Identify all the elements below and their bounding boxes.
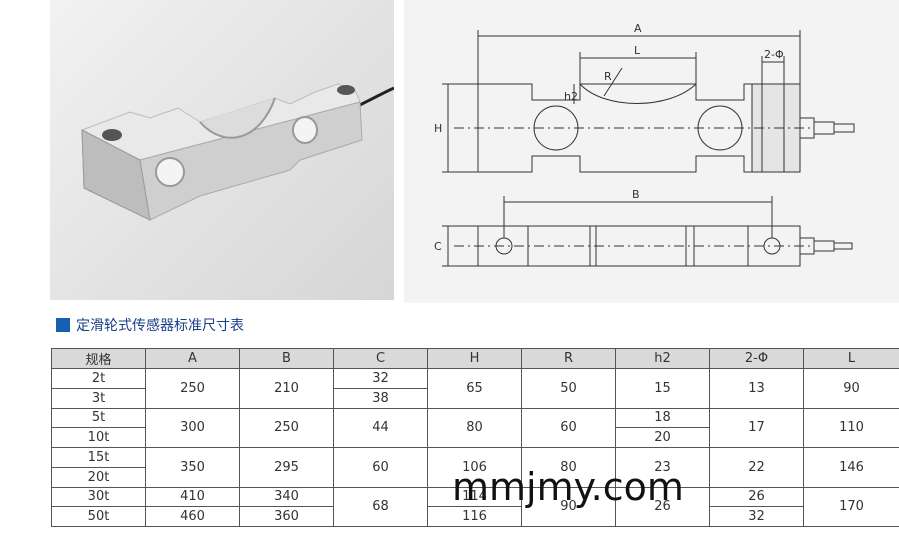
header-cell: L xyxy=(803,348,899,369)
cell-L: 170 xyxy=(803,486,899,527)
header-cell: h2 xyxy=(615,348,710,369)
table-row: 30t 410 340 68 114 90 26 26 170 xyxy=(51,486,899,527)
spec-table: 规格 A B C H R h2 2-Φ L 2t 250 210 32 65 5… xyxy=(51,348,899,527)
cell-C: 44 xyxy=(333,407,428,448)
capacity-cell: 5t xyxy=(51,407,146,429)
header-cell: B xyxy=(239,348,334,369)
cell-C: 68 xyxy=(333,486,428,527)
cell-L: 110 xyxy=(803,407,899,448)
dim-label-A: A xyxy=(634,22,642,35)
cell-h2: 23 xyxy=(615,447,710,488)
header-cell: H xyxy=(427,348,522,369)
cell-B: 360 xyxy=(239,506,334,527)
capacity-cell: 3t xyxy=(51,387,146,409)
table-header-row: 规格 A B C H R h2 2-Φ L xyxy=(51,348,899,369)
cell-h2: 15 xyxy=(615,368,710,409)
dim-label-h2: h2 xyxy=(564,90,578,103)
cell-H: 116 xyxy=(427,506,522,527)
capacity-cell: 15t xyxy=(51,447,146,468)
header-cell: 2-Φ xyxy=(709,348,804,369)
watermark: mmjmy.com xyxy=(452,465,684,509)
cell-R: 60 xyxy=(521,407,616,448)
dim-label-phi: 2-Φ xyxy=(764,48,784,61)
cell-phi: 17 xyxy=(709,407,804,448)
header-cell: A xyxy=(145,348,240,369)
cell-phi: 13 xyxy=(709,368,804,409)
section-title: 定滑轮式传感器标准尺寸表 xyxy=(56,315,244,335)
cell-A: 250 xyxy=(145,368,240,409)
cell-A: 300 xyxy=(145,407,240,448)
cell-C: 60 xyxy=(333,447,428,488)
cell-phi: 32 xyxy=(709,506,804,527)
cell-A: 350 xyxy=(145,447,240,488)
cell-L: 146 xyxy=(803,447,899,488)
cell-h2: 20 xyxy=(615,427,710,448)
cell-C: 32 xyxy=(333,368,428,389)
header-cell: C xyxy=(333,348,428,369)
cell-R: 50 xyxy=(521,368,616,409)
table-row: 5t 300 250 44 80 60 18 17 110 xyxy=(51,407,899,448)
title-square-icon xyxy=(56,318,70,332)
cell-phi: 22 xyxy=(709,447,804,488)
dimension-drawing: A L R h2 H 2-Φ B C xyxy=(404,0,899,303)
cell-B: 340 xyxy=(239,486,334,508)
cell-phi: 26 xyxy=(709,486,804,508)
dimension-drawing-svg: A L R h2 H 2-Φ B C xyxy=(434,22,855,267)
header-cell: R xyxy=(521,348,616,369)
capacity-cell: 10t xyxy=(51,427,146,448)
capacity-cell: 50t xyxy=(51,506,146,527)
cell-R: 90 xyxy=(521,486,616,527)
cell-h2: 26 xyxy=(615,486,710,527)
cell-B: 295 xyxy=(239,447,334,488)
cell-h2: 18 xyxy=(615,407,710,429)
cell-A: 410 xyxy=(145,486,240,508)
cell-C: 38 xyxy=(333,387,428,409)
table-row: 2t 250 210 32 65 50 15 13 90 xyxy=(51,368,899,409)
header-cell: 规格 xyxy=(51,348,146,369)
table-row: 50t 460 360 116 32 xyxy=(51,506,899,527)
table-row: 3t 38 xyxy=(51,387,899,409)
dim-label-L: L xyxy=(634,44,641,57)
table-row: 10t 20 xyxy=(51,427,899,448)
cell-L: 90 xyxy=(803,368,899,409)
dim-label-C: C xyxy=(434,240,442,253)
dim-label-H: H xyxy=(434,122,442,135)
dim-label-B: B xyxy=(632,188,640,201)
dim-label-R: R xyxy=(604,70,612,83)
cell-H: 65 xyxy=(427,368,522,409)
cell-A: 460 xyxy=(145,506,240,527)
cell-B: 210 xyxy=(239,368,334,409)
capacity-cell: 20t xyxy=(51,466,146,488)
product-photo xyxy=(50,0,394,300)
cell-H: 80 xyxy=(427,407,522,448)
cell-H: 106 xyxy=(427,447,522,488)
load-cell-illustration xyxy=(80,83,394,221)
cell-R: 80 xyxy=(521,447,616,488)
capacity-cell: 30t xyxy=(51,486,146,508)
section-title-text: 定滑轮式传感器标准尺寸表 xyxy=(76,318,244,334)
cell-B: 250 xyxy=(239,407,334,448)
capacity-cell: 2t xyxy=(51,368,146,389)
